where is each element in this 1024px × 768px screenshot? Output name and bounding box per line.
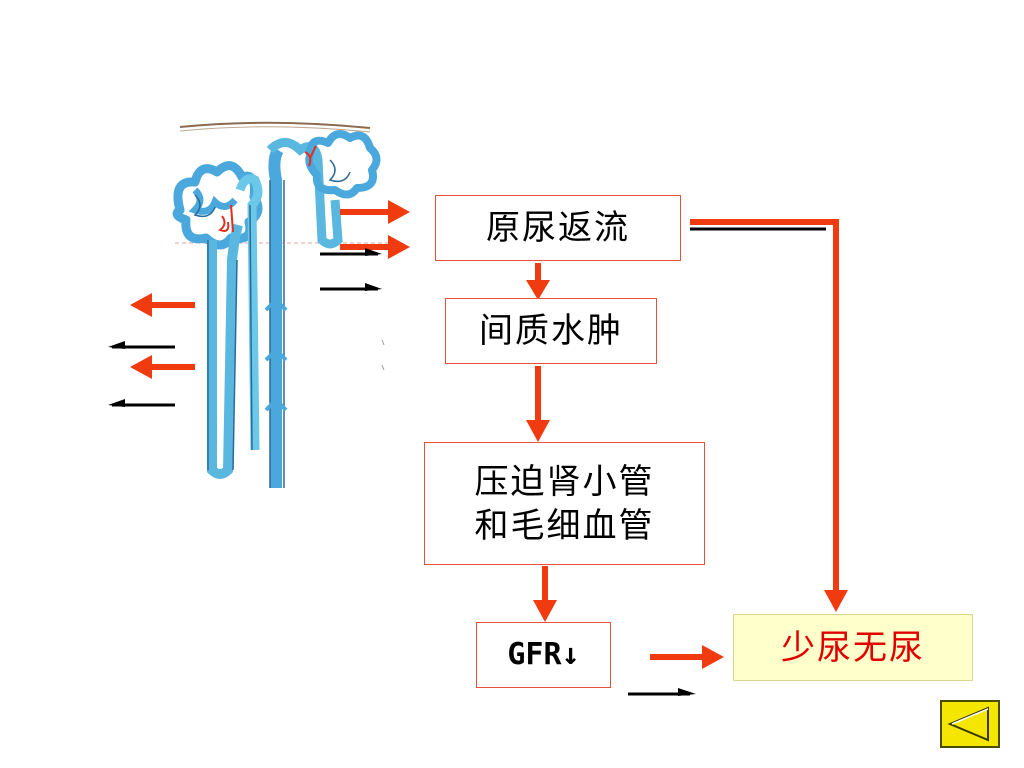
gfr-to-oliguria-arrow: [628, 645, 724, 696]
oliguria-box: 少尿无尿: [733, 614, 973, 681]
oliguria-label: 少尿无尿: [781, 627, 925, 668]
gfr-label: GFR↓: [507, 637, 580, 672]
reflux-red-arrows: [340, 200, 410, 259]
left-red-arrows: [130, 293, 195, 379]
edema-box: 间质水肿: [445, 298, 657, 364]
reflux-box: 原尿返流: [435, 195, 681, 261]
back-nav-button[interactable]: [940, 700, 1000, 748]
edema-label: 间质水肿: [479, 311, 623, 351]
black-half-arrows-right: [320, 248, 382, 291]
nephron-illustration-icon: [172, 121, 395, 488]
reflux-to-oliguria-connector: [690, 219, 848, 612]
gfr-box: GFR↓: [476, 622, 611, 688]
compression-box: 压迫肾小管 和毛细血管: [424, 442, 705, 565]
reflux-label: 原尿返流: [486, 208, 630, 248]
black-half-arrows-left: [108, 341, 175, 407]
back-triangle-icon: [947, 706, 989, 742]
compression-label-line2: 和毛细血管: [474, 505, 655, 546]
flow-down-arrows: [526, 263, 557, 622]
compression-label-line1: 压迫肾小管: [474, 461, 655, 502]
